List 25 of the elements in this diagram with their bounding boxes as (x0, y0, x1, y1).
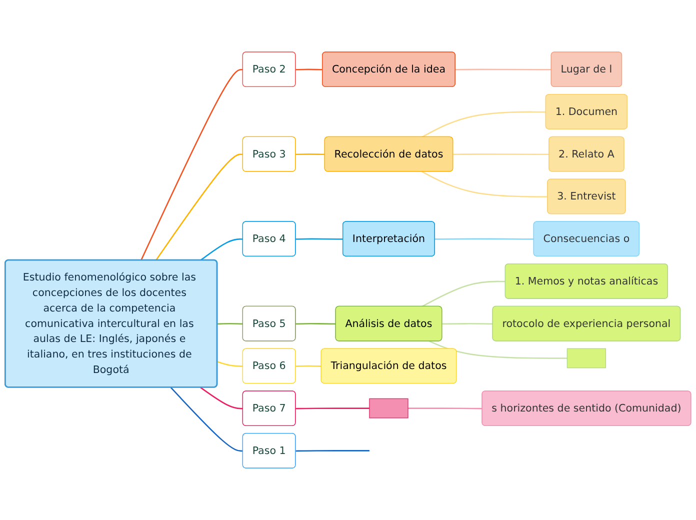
connector (217, 323, 244, 325)
connector (200, 238, 244, 261)
connector (140, 68, 244, 261)
node-box (566, 348, 606, 368)
connector (296, 365, 322, 367)
connector (296, 408, 370, 410)
connector (434, 238, 534, 240)
connector (296, 450, 370, 452)
connector (296, 68, 323, 70)
connector (453, 154, 550, 156)
connector (217, 361, 244, 367)
connector (296, 323, 336, 325)
connector (422, 111, 546, 138)
node-box (369, 398, 408, 418)
connector (170, 387, 244, 452)
connector (455, 68, 552, 70)
connector (422, 171, 548, 198)
connector (296, 238, 344, 240)
connector (296, 154, 325, 156)
connector (429, 340, 568, 359)
connector (155, 154, 244, 261)
connector (442, 323, 493, 325)
connector (422, 280, 506, 308)
connector (408, 408, 482, 410)
connector (200, 386, 244, 410)
